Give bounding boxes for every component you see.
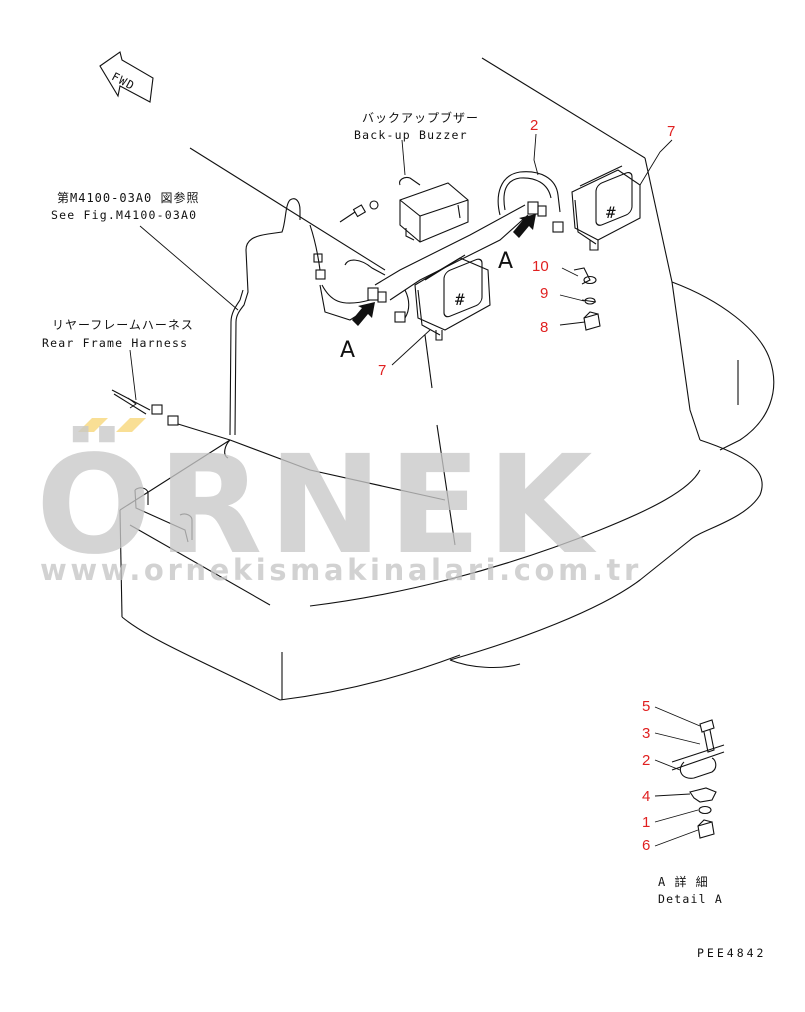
harness-label-jp: リヤーフレームハーネス (52, 318, 194, 332)
callout-labels: バックアップブザー Back-up Buzzer 第M4100-03A0 図参照… (42, 110, 766, 960)
watermark-brand: ÖRNEK (36, 426, 598, 585)
fig-ref-label-en: See Fig.M4100-03A0 (51, 208, 197, 222)
detail-a-assembly (654, 706, 725, 847)
detail-number-callout: 4 (642, 788, 650, 805)
fig-ref-label-jp: 第M4100-03A0 図参照 (57, 190, 199, 205)
lamp-mount-hardware (573, 267, 601, 331)
part-number-callouts: 2 7 7 10 9 8 5 3 2 4 1 6 (378, 117, 675, 854)
view-a-label-right: A (498, 249, 513, 274)
detail-number-callout: 3 (642, 725, 650, 742)
view-a-label-left: A (340, 338, 355, 363)
lamp-lens-mark-left: # (455, 290, 466, 309)
buzzer-label-en: Back-up Buzzer (354, 128, 468, 142)
drawing-code: PEE4842 (697, 946, 766, 960)
leader-lines (127, 133, 673, 409)
detail-number-callout: 6 (642, 837, 650, 854)
backup-buzzer (339, 139, 469, 243)
machine-body-outline (119, 57, 775, 701)
work-lamp-right: # (571, 165, 641, 251)
detail-number-callout: 5 (642, 698, 650, 715)
harness-label-en: Rear Frame Harness (42, 336, 188, 350)
buzzer-label-jp: バックアップブザー (362, 110, 479, 125)
part-number-callout: 9 (540, 285, 548, 302)
wiring-harness (111, 171, 564, 441)
detail-number-callout: 2 (642, 752, 650, 769)
view-arrows (352, 214, 536, 326)
lamp-lens-mark-right: # (606, 203, 617, 222)
part-number-callout: 2 (530, 117, 538, 134)
part-number-callout: 7 (667, 123, 675, 140)
detail-a-label-jp: A 詳 細 (658, 874, 709, 889)
watermark: ÖRNEK www.ornekismakinalari.com.tr (36, 418, 642, 587)
watermark-url: www.ornekismakinalari.com.tr (40, 553, 642, 587)
part-number-callout: 8 (540, 319, 548, 336)
detail-a-label-en: Detail A (658, 892, 723, 906)
fwd-direction-arrow: FWD (99, 51, 154, 103)
detail-number-callout: 1 (642, 814, 650, 831)
work-lamp-left: # (414, 254, 491, 341)
part-number-callout: 7 (378, 362, 386, 379)
part-number-callout: 10 (532, 258, 549, 275)
